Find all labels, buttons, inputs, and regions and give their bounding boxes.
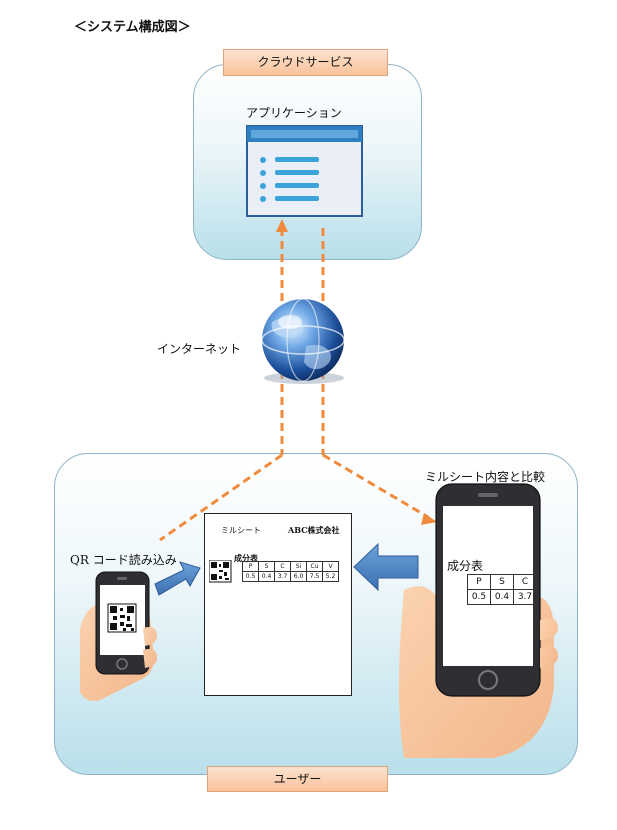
table-header-cell: P xyxy=(467,574,491,590)
table-value-cell: 0.5 xyxy=(242,571,259,582)
left-hand-phone-illustration xyxy=(80,571,157,701)
table-value-cell: 0.4 xyxy=(490,589,514,605)
user-tag: ユーザー xyxy=(207,766,388,792)
table-row: P S C Si Cu V xyxy=(242,561,339,572)
table-value-cell: 7.5 xyxy=(306,571,323,582)
qr-read-label: QR コード読み込み xyxy=(70,553,177,567)
dashed-link-lines xyxy=(159,228,429,542)
phone-table-title: 成分表 xyxy=(447,559,484,573)
right-hand-phone-illustration xyxy=(399,483,558,758)
table-header-cell: Cu xyxy=(306,561,323,572)
table-header-cell: Si xyxy=(290,561,307,572)
application-label: アプリケーション xyxy=(246,106,342,120)
table-value-cell: 3.7 xyxy=(513,589,537,605)
internet-label: インターネット xyxy=(157,342,242,356)
table-header-cell: C xyxy=(274,561,291,572)
table-header-cell: P xyxy=(242,561,259,572)
table-header-cell: C xyxy=(513,574,537,590)
arrowhead-right-icon xyxy=(421,513,437,525)
table-header-cell: S xyxy=(258,561,275,572)
arrow-into-sheet-icon xyxy=(154,561,201,596)
mill-sheet-qr-code-icon xyxy=(209,560,232,583)
compare-label: ミルシート内容と比較 xyxy=(425,470,546,484)
mill-sheet-table-title: 成分表 xyxy=(234,553,258,563)
mill-sheet-title: ミルシート xyxy=(221,526,261,535)
table-header-cell: V xyxy=(322,561,339,572)
table-row: 0.5 0.4 3.7 xyxy=(467,589,537,605)
table-value-cell: 3.7 xyxy=(274,571,291,582)
table-value-cell: 5.2 xyxy=(322,571,339,582)
table-value-cell: 0.5 xyxy=(467,589,491,605)
mill-sheet-component-table: P S C Si Cu V 0.5 0.4 3.7 6.0 7.5 5.2 xyxy=(242,561,339,582)
diagram-title: ＜システム構成図＞ xyxy=(74,20,191,35)
cloud-service-tag: クラウドサービス xyxy=(223,49,388,76)
table-row: P S C xyxy=(467,574,537,590)
mill-sheet-document xyxy=(204,513,352,696)
table-value-cell: 0.4 xyxy=(258,571,275,582)
table-value-cell: 6.0 xyxy=(290,571,307,582)
table-header-cell: S xyxy=(490,574,514,590)
arrowhead-up-icon xyxy=(276,219,288,232)
mill-sheet-company: ABC株式会社 xyxy=(288,525,340,535)
table-row: 0.5 0.4 3.7 6.0 7.5 5.2 xyxy=(242,571,339,582)
internet-globe-icon xyxy=(261,298,345,384)
arrow-from-phone-icon xyxy=(353,542,419,592)
phone-component-table: P S C 0.5 0.4 3.7 xyxy=(467,574,537,605)
application-window-icon xyxy=(246,125,363,217)
